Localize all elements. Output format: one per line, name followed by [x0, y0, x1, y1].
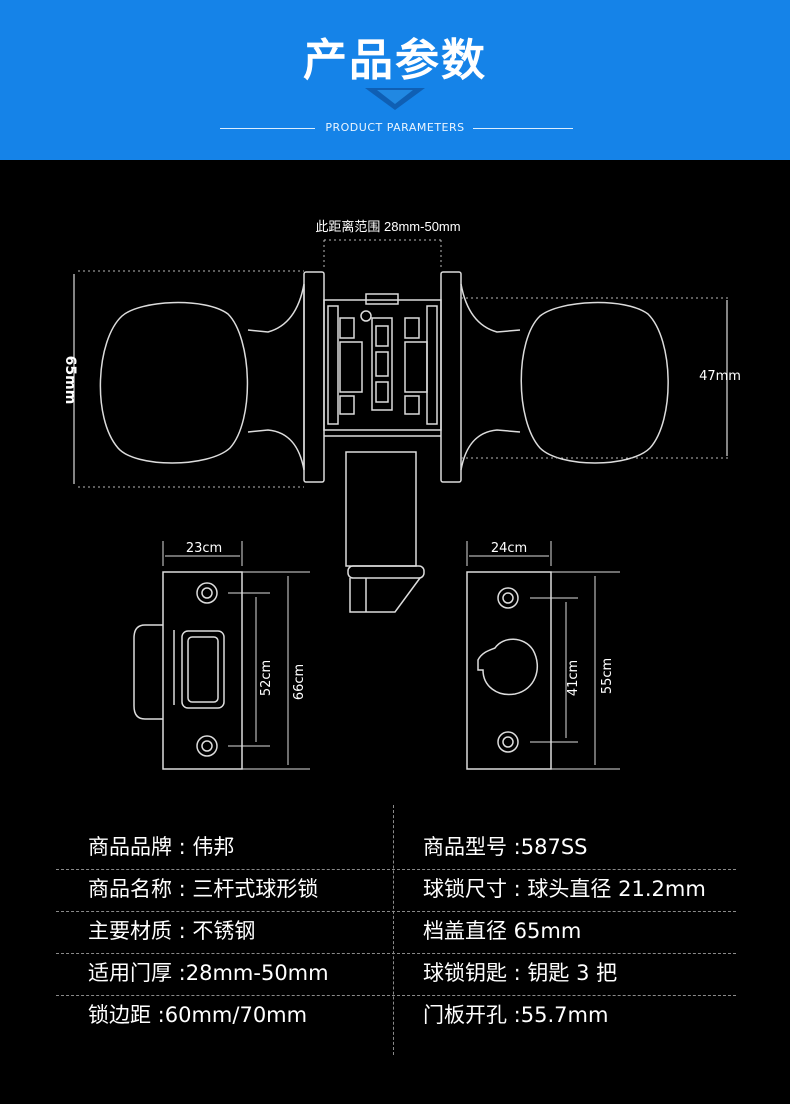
- subtitle-row: PRODUCT PARAMETERS: [0, 119, 790, 137]
- left-plate-inner-label: 52cm: [259, 660, 274, 696]
- lock-dimension-drawing: 此距离范围 28mm-50mm 65mm 47mm 23cm 52cm 66cm: [62, 219, 741, 770]
- right-knob: [440, 271, 669, 483]
- left-plate-width-label: 23cm: [186, 541, 222, 556]
- spec-row-rule: [56, 869, 736, 870]
- subtitle-rule-left: [220, 128, 315, 129]
- right-plate-dims: [466, 541, 620, 770]
- spec-cover-diameter: 档盖直径 65mm: [423, 919, 582, 943]
- gap-range-label: 此距离范围 28mm-50mm: [315, 219, 460, 234]
- spec-table: 商品品牌 : 伟邦 商品名称 : 三杆式球形锁 主要材质 : 不锈钢 适用门厚 …: [0, 805, 790, 1055]
- spec-knob-size: 球锁尺寸 : 球头直径 21.2mm: [423, 877, 706, 901]
- spec-door-hole: 门板开孔 :55.7mm: [423, 1003, 609, 1027]
- strike-plate-left: [133, 571, 243, 770]
- left-plate-dims: [162, 541, 310, 770]
- right-plate-outer-label: 55cm: [600, 658, 615, 694]
- strike-plate-right: [466, 571, 552, 770]
- spec-backset: 锁边距 :60mm/70mm: [88, 1003, 308, 1027]
- spec-product-name: 商品名称 : 三杆式球形锁: [88, 877, 319, 901]
- spec-row-rule: [56, 995, 736, 996]
- height-65-label: 65mm: [62, 356, 78, 405]
- spec-keys: 球锁钥匙 : 钥匙 3 把: [423, 961, 618, 985]
- chevron-down-icon: [365, 88, 425, 110]
- right-plate-inner-label: 41cm: [566, 660, 581, 696]
- page-title: 产品参数: [303, 35, 487, 86]
- left-plate-outer-label: 66cm: [292, 664, 307, 700]
- height-47-label: 47mm: [699, 369, 741, 384]
- subtitle-rule-right: [473, 128, 573, 129]
- right-plate-width-label: 24cm: [491, 541, 527, 556]
- spec-model: 商品型号 :587SS: [423, 835, 588, 859]
- spec-row-rule: [56, 953, 736, 954]
- left-knob: [99, 271, 325, 483]
- spec-door-thickness: 适用门厚 :28mm-50mm: [88, 961, 329, 985]
- lock-chassis: [323, 293, 442, 437]
- page-subtitle: PRODUCT PARAMETERS: [325, 121, 465, 134]
- spec-divider-vertical: [393, 805, 394, 1055]
- spec-row-rule: [56, 911, 736, 912]
- dimension-guides: [78, 239, 730, 488]
- latch-bolt: [345, 451, 425, 613]
- spec-material: 主要材质 : 不锈钢: [88, 919, 256, 943]
- spec-brand: 商品品牌 : 伟邦: [88, 835, 235, 859]
- header-banner: 产品参数 PRODUCT PARAMETERS: [0, 0, 790, 160]
- dimension-arrows-top: [73, 274, 728, 484]
